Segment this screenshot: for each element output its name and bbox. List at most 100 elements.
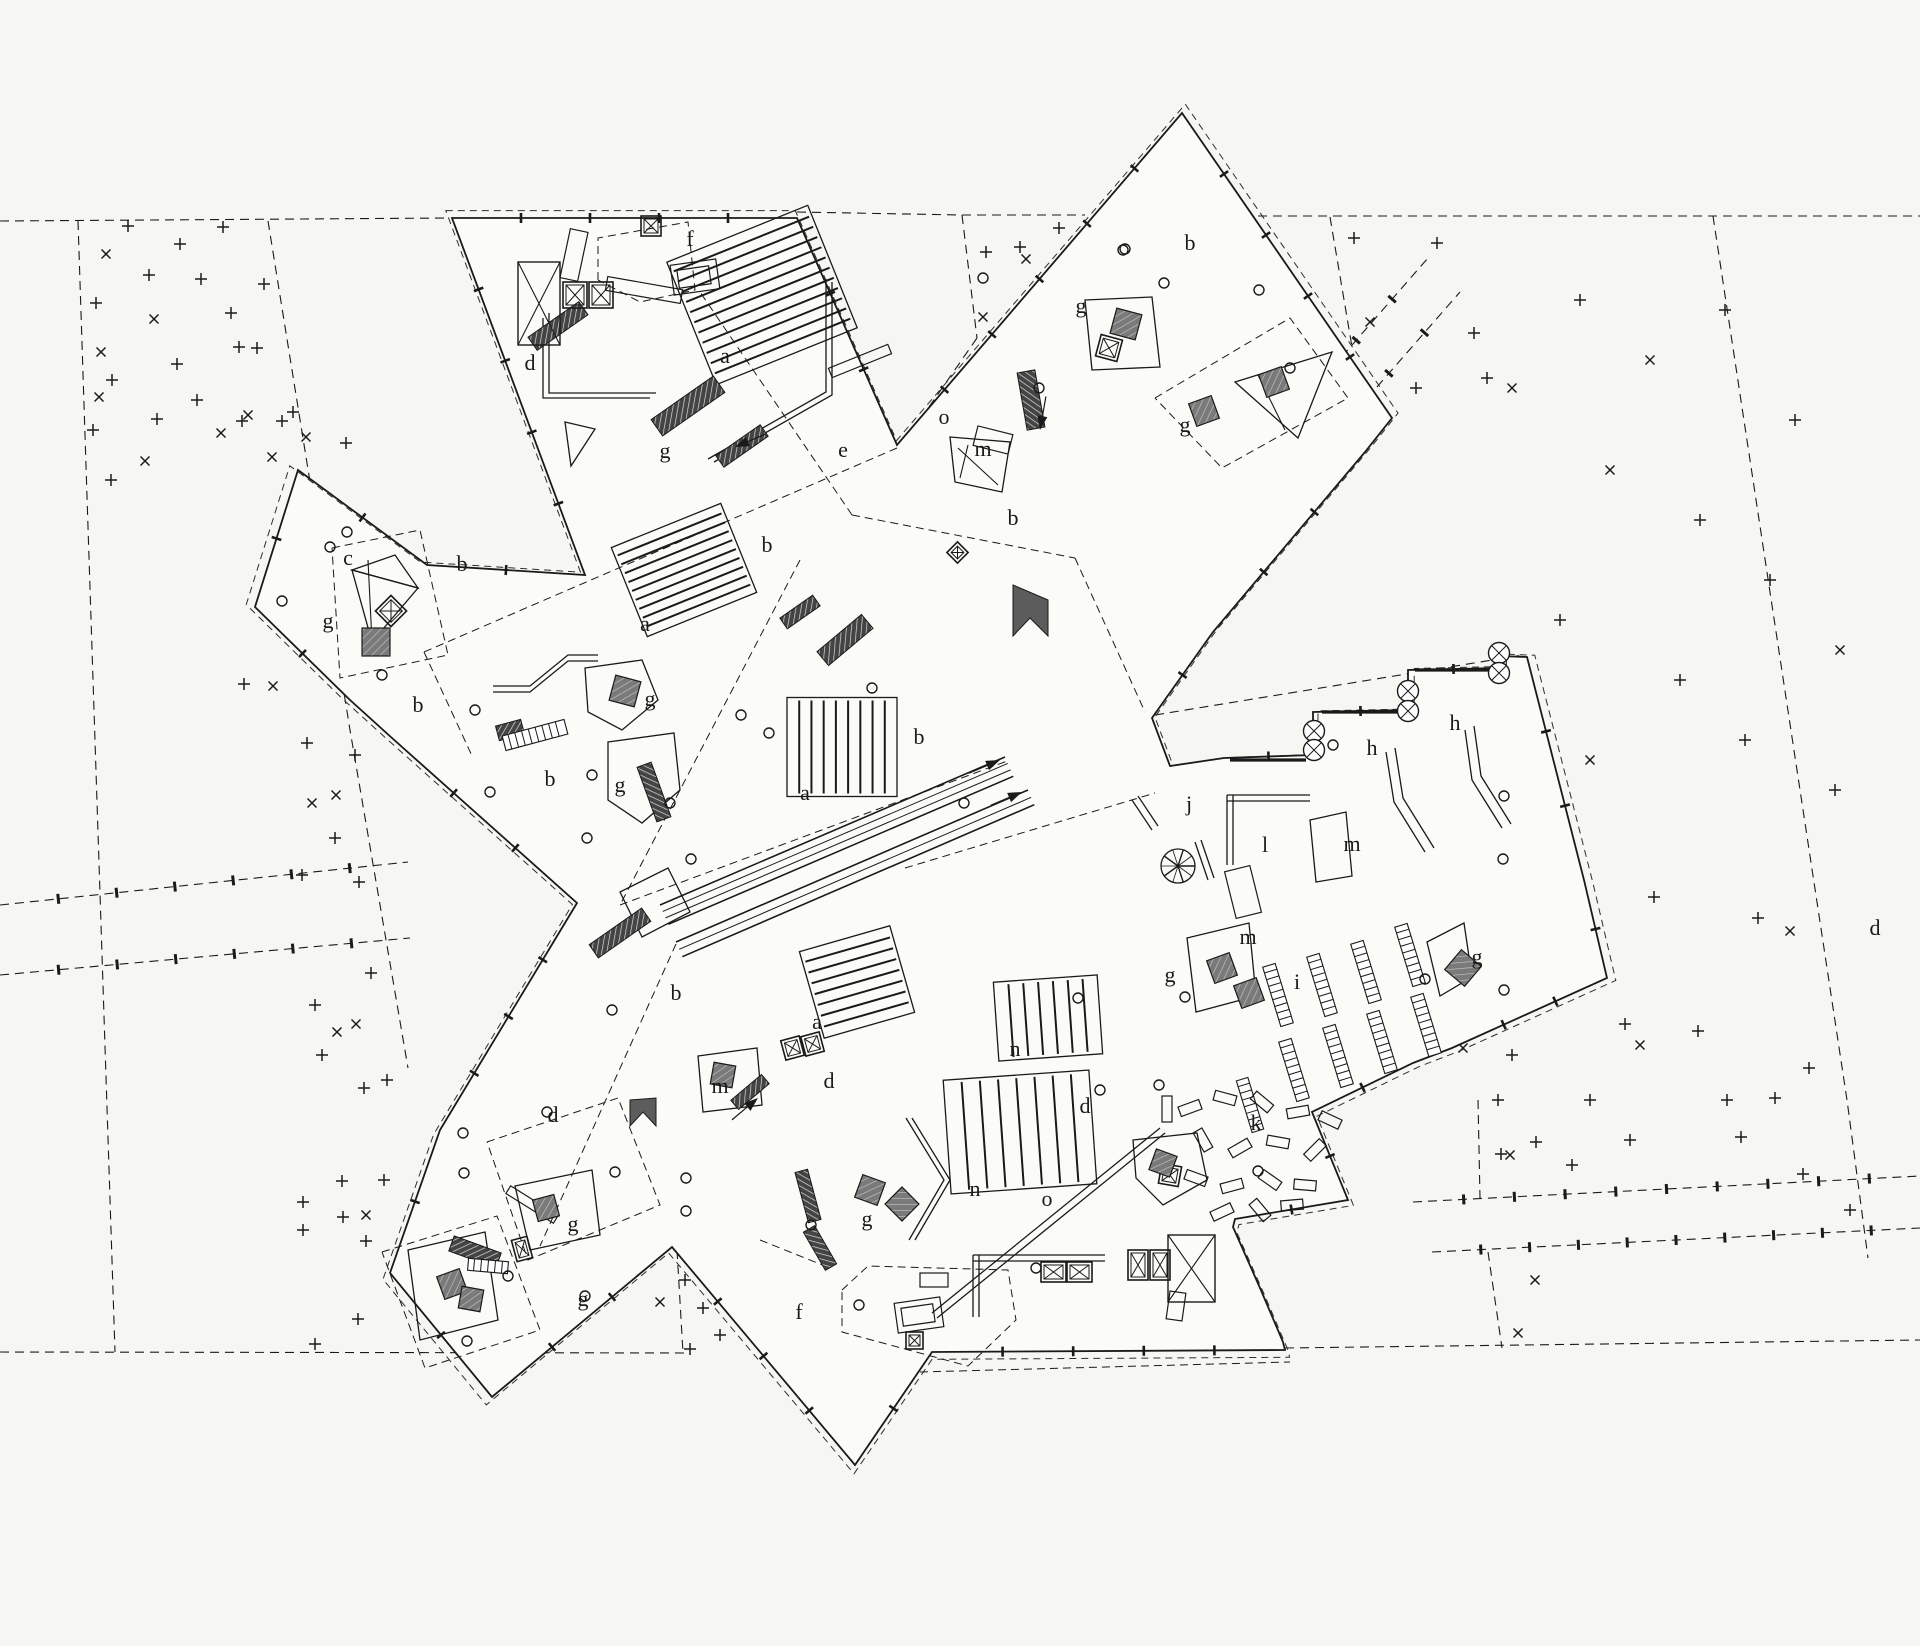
scatter-seat-rect-group [1177,1098,1203,1118]
stair-hatch-strip [650,375,726,437]
ladder-strip-group [1262,962,1294,1028]
facade-mullion-tick [271,535,282,542]
stair-hatch-strip-group [730,1073,770,1111]
dark-square-desk-group [1187,394,1221,428]
ladder-rung [1412,998,1426,1004]
dark-square-desk-group [1232,976,1266,1010]
shelving-stripe [808,947,894,974]
elevator-xbox [1069,1264,1090,1280]
ladder-rung [1312,972,1326,977]
scatter-seat-rect-group [1302,1137,1328,1163]
scatter-seat-rect-group [1192,1127,1214,1153]
shelving-stripe [1051,1075,1062,1184]
column-circle [502,1270,514,1282]
letter-label-b: b [1008,505,1019,530]
ladder-rung [1380,1055,1394,1061]
ladder-rung [1426,1045,1440,1051]
tree-cross-mark [1634,1039,1646,1051]
direction-arrow-group [990,792,1022,806]
wall-rect-outline-group [919,1272,949,1288]
interior-wall-line [1394,747,1435,849]
ladder-rung [1400,942,1414,947]
tree-cross-mark [95,346,107,358]
furniture-outline [697,1047,763,1113]
tree-cross-mark [1529,1274,1541,1286]
facade-mullion-tick [409,1198,421,1205]
ladder-rung [1246,1109,1258,1114]
scatter-seat-rect-group [1285,1104,1311,1120]
ladder-rung [1382,1062,1396,1068]
ladder-rung [1404,955,1418,961]
letter-label-g: g [862,1206,873,1231]
wall-rect-outline-group [1161,1095,1173,1123]
ladder-rung [527,728,533,744]
scatter-seat-rect [1248,1197,1272,1223]
ladder-rung [1308,958,1322,964]
letter-label-b: b [671,980,682,1005]
facade-mullion-tick [449,788,458,798]
shelving-stripe [628,539,733,584]
letter-label-c: c [343,545,353,570]
shelving-stripe [960,1081,971,1190]
ladder-rung [1278,1015,1292,1021]
elevator-xbox [643,218,659,234]
ladder-rung [1284,1057,1298,1062]
column-circle [1094,1084,1106,1096]
shelving-stripe [714,317,851,375]
site-boundary-dashed-line [1154,654,1524,716]
ladder-rung [1272,995,1286,1001]
ladder-strip-group [466,1257,510,1275]
scatter-seat-rect [1257,1168,1283,1192]
stair-hatch-strip [779,594,821,630]
shelving-stripe [698,276,835,334]
scatter-seat-rect [1265,1134,1291,1150]
shelving-stripe [624,530,730,575]
road-tick-mark [1614,1186,1618,1197]
ladder-rung [1237,1082,1250,1088]
letter-label-b: b [762,532,773,557]
ladder-rung [1338,1076,1352,1082]
ladder-rung [1250,1122,1263,1128]
dark-square-desk [884,1186,920,1222]
road-tick-mark [1387,294,1397,304]
ladder-rung [1320,998,1334,1004]
wall-rect-outline-group [893,1296,945,1334]
letter-label-g: g [1165,962,1176,987]
elevator-xbox [779,1034,806,1062]
shelving-stripe-block [942,1069,1098,1195]
direction-arrow [985,760,1000,771]
ladder-rung [1270,988,1284,994]
elevator-xbox [803,1034,822,1054]
column-circle [1497,853,1509,865]
ladder-rung [1310,965,1324,971]
letter-label-o: o [939,404,950,429]
elevator-xbox [1130,1252,1146,1278]
stair-shaft-group [517,261,561,346]
facade-mullion-tick [526,429,537,436]
letter-label-d: d [525,350,536,375]
letter-label-d: d [1080,1093,1091,1118]
dark-square-desk-group [457,1285,485,1313]
elevator-xbox-group [779,1034,806,1062]
spiral-stair-spoke [1177,855,1192,867]
interior-dashed-line [904,792,1156,869]
scatter-seat-rect-group [1257,1168,1283,1192]
tree-cross-mark [654,1296,666,1308]
elevator-xbox-group [374,594,408,628]
ladder-rung [1420,1025,1434,1031]
dark-square-desk-group [884,1186,920,1222]
scatter-seat-rect-group [1212,1089,1238,1107]
road-tick-mark [56,964,61,975]
escalator-rail [665,769,1011,919]
facade-mullion-tick [1552,996,1559,1007]
shelving-stripe [814,968,900,996]
wall-rect-outline [1161,1095,1173,1123]
shelving-stripe [1069,1074,1080,1183]
letter-label-h: h [1450,710,1461,735]
scatter-seat-rect-group [1248,1197,1272,1223]
ladder-strip-group [1350,939,1382,1005]
tree-cross-mark [1584,754,1596,766]
ladder-rung [507,734,513,750]
facade-mullion-tick [607,1292,617,1302]
column-circle [763,727,775,739]
